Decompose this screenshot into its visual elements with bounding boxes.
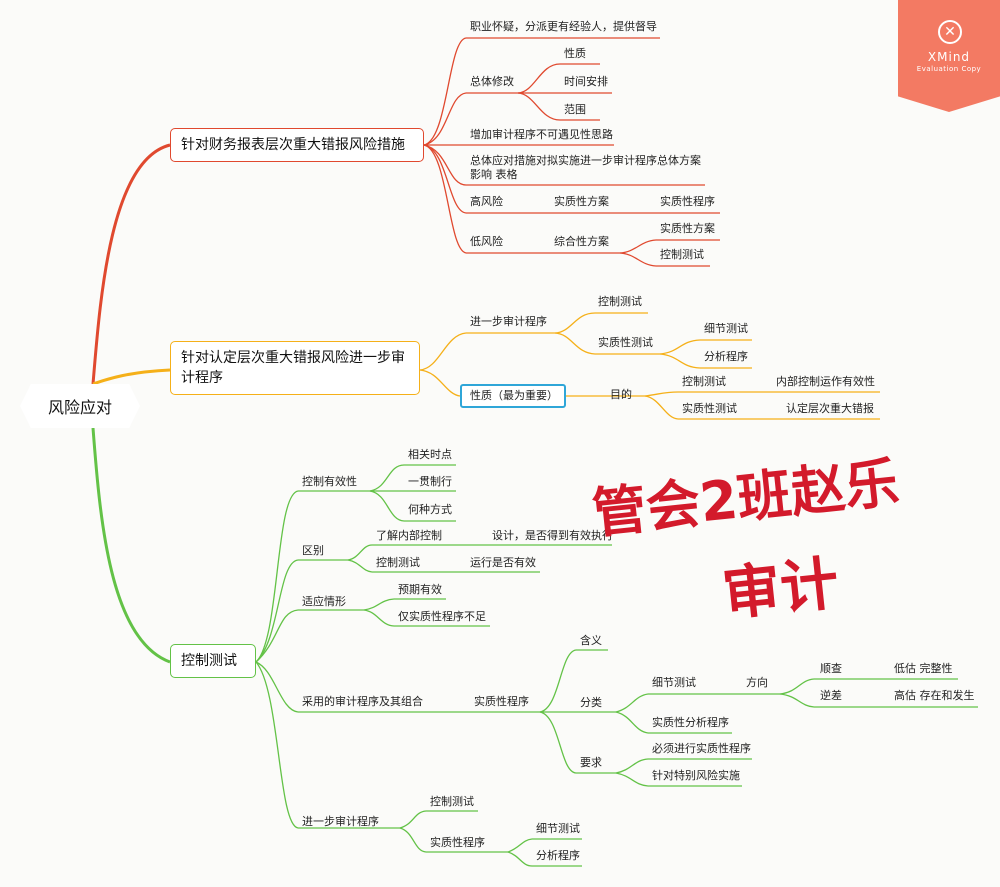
topic-ctrl-test[interactable]: 控制测试: [376, 556, 420, 569]
root-node[interactable]: 风险应对: [20, 384, 140, 428]
topic-overall-modify[interactable]: 总体修改: [470, 75, 514, 88]
topic-forward[interactable]: 顺查: [820, 662, 842, 675]
connector-root-b2: [92, 368, 171, 386]
topic-design-exec[interactable]: 设计，是否得到有效执行: [492, 529, 613, 542]
branch-title: 针对认定层次重大错报风险进一步审计程序: [181, 350, 405, 386]
badge-sub: Evaluation Copy: [916, 65, 982, 73]
topic-substantive-analytic[interactable]: 实质性分析程序: [652, 716, 729, 729]
xmind-logo-icon: ✕: [938, 20, 962, 44]
topic-special-risk[interactable]: 针对特别风险实施: [652, 769, 740, 782]
badge-brand: XMind: [927, 50, 971, 64]
topic-operating[interactable]: 运行是否有效: [470, 556, 536, 569]
branch-title: 控制测试: [181, 653, 237, 669]
branch-financial-statement-level[interactable]: 针对财务报表层次重大错报风险措施: [170, 128, 424, 162]
topic-purpose-control-goal[interactable]: 内部控制运作有效性: [776, 375, 875, 388]
topic-nature[interactable]: 性质: [564, 47, 586, 60]
topic-category[interactable]: 分类: [580, 696, 602, 709]
topic-high-risk[interactable]: 高风险: [470, 195, 503, 208]
topic-further-procedures[interactable]: 进一步审计程序: [470, 315, 547, 328]
topic-f-control[interactable]: 控制测试: [430, 795, 474, 808]
topic-purpose-control[interactable]: 控制测试: [682, 375, 726, 388]
topic-substantive-plan[interactable]: 实质性方案: [554, 195, 609, 208]
topic-timing[interactable]: 时间安排: [564, 75, 608, 88]
xmind-evaluation-badge: ✕ XMind Evaluation Copy: [898, 0, 1000, 112]
topic-must-perform[interactable]: 必须进行实质性程序: [652, 742, 751, 755]
topic-nature-key-label: 性质（最为重要）: [470, 389, 558, 402]
topic-analytic[interactable]: 分析程序: [704, 350, 748, 363]
branch-control-test[interactable]: 控制测试: [170, 644, 256, 678]
topic-low-control-test[interactable]: 控制测试: [660, 248, 704, 261]
topic-unpredictability[interactable]: 增加审计程序不可遇见性思路: [470, 128, 613, 141]
topic-control-test[interactable]: 控制测试: [598, 295, 642, 308]
topic-reverse[interactable]: 逆差: [820, 689, 842, 702]
topic-further[interactable]: 进一步审计程序: [302, 815, 379, 828]
topic-substantive-test[interactable]: 实质性测试: [598, 336, 653, 349]
topic-substantive-proc[interactable]: 实质性程序: [474, 695, 529, 708]
topic-meaning[interactable]: 含义: [580, 634, 602, 647]
topic-nature-key[interactable]: 性质（最为重要）: [460, 384, 566, 408]
topic-f-substantive[interactable]: 实质性程序: [430, 836, 485, 849]
topic-requirement[interactable]: 要求: [580, 756, 602, 769]
topic-relevant-time[interactable]: 相关时点: [408, 448, 452, 461]
branch-title: 针对财务报表层次重大错报风险措施: [181, 137, 405, 153]
topic-purpose[interactable]: 目的: [610, 388, 632, 401]
topic-combined-plan[interactable]: 综合性方案: [554, 235, 609, 248]
topic-detail-test[interactable]: 细节测试: [704, 322, 748, 335]
topic-substantive-procedures[interactable]: 实质性程序: [660, 195, 715, 208]
topic-detail-test[interactable]: 细节测试: [652, 676, 696, 689]
topic-expected-effective[interactable]: 预期有效: [398, 583, 442, 596]
topic-manner[interactable]: 何种方式: [408, 503, 452, 516]
topic-consistent[interactable]: 一贯制行: [408, 475, 452, 488]
topic-understand-ic[interactable]: 了解内部控制: [376, 529, 442, 542]
topic-impact-line2[interactable]: 影响 表格: [470, 168, 518, 181]
topic-difference[interactable]: 区别: [302, 544, 324, 557]
topic-impact-line1[interactable]: 总体应对措施对拟实施进一步审计程序总体方案: [470, 154, 701, 167]
topic-substantive-insufficient[interactable]: 仅实质性程序不足: [398, 610, 486, 623]
topic-reverse-goal[interactable]: 高估 存在和发生: [894, 689, 975, 702]
topic-applicable[interactable]: 适应情形: [302, 595, 346, 608]
topic-direction[interactable]: 方向: [746, 676, 768, 689]
topic-low-substantive-plan[interactable]: 实质性方案: [660, 222, 715, 235]
topic-skepticism[interactable]: 职业怀疑，分派更有经验人，提供督导: [470, 20, 657, 33]
topic-scope[interactable]: 范围: [564, 103, 586, 116]
topic-f-detail[interactable]: 细节测试: [536, 822, 580, 835]
topic-effectiveness[interactable]: 控制有效性: [302, 475, 357, 488]
branch-assertion-level[interactable]: 针对认定层次重大错报风险进一步审计程序: [170, 341, 420, 395]
watermark-line2: 审计: [719, 548, 842, 629]
connector-root-b3: [91, 427, 171, 664]
topic-purpose-substantive-goal[interactable]: 认定层次重大错报: [786, 402, 874, 415]
root-label: 风险应对: [47, 398, 112, 417]
topic-procedures-combo[interactable]: 采用的审计程序及其组合: [302, 695, 423, 708]
topic-forward-goal[interactable]: 低估 完整性: [894, 662, 953, 675]
topic-purpose-substantive[interactable]: 实质性测试: [682, 402, 737, 415]
topic-f-analytic[interactable]: 分析程序: [536, 849, 580, 862]
topic-low-risk[interactable]: 低风险: [470, 235, 503, 248]
connector-root-b1: [91, 143, 171, 385]
